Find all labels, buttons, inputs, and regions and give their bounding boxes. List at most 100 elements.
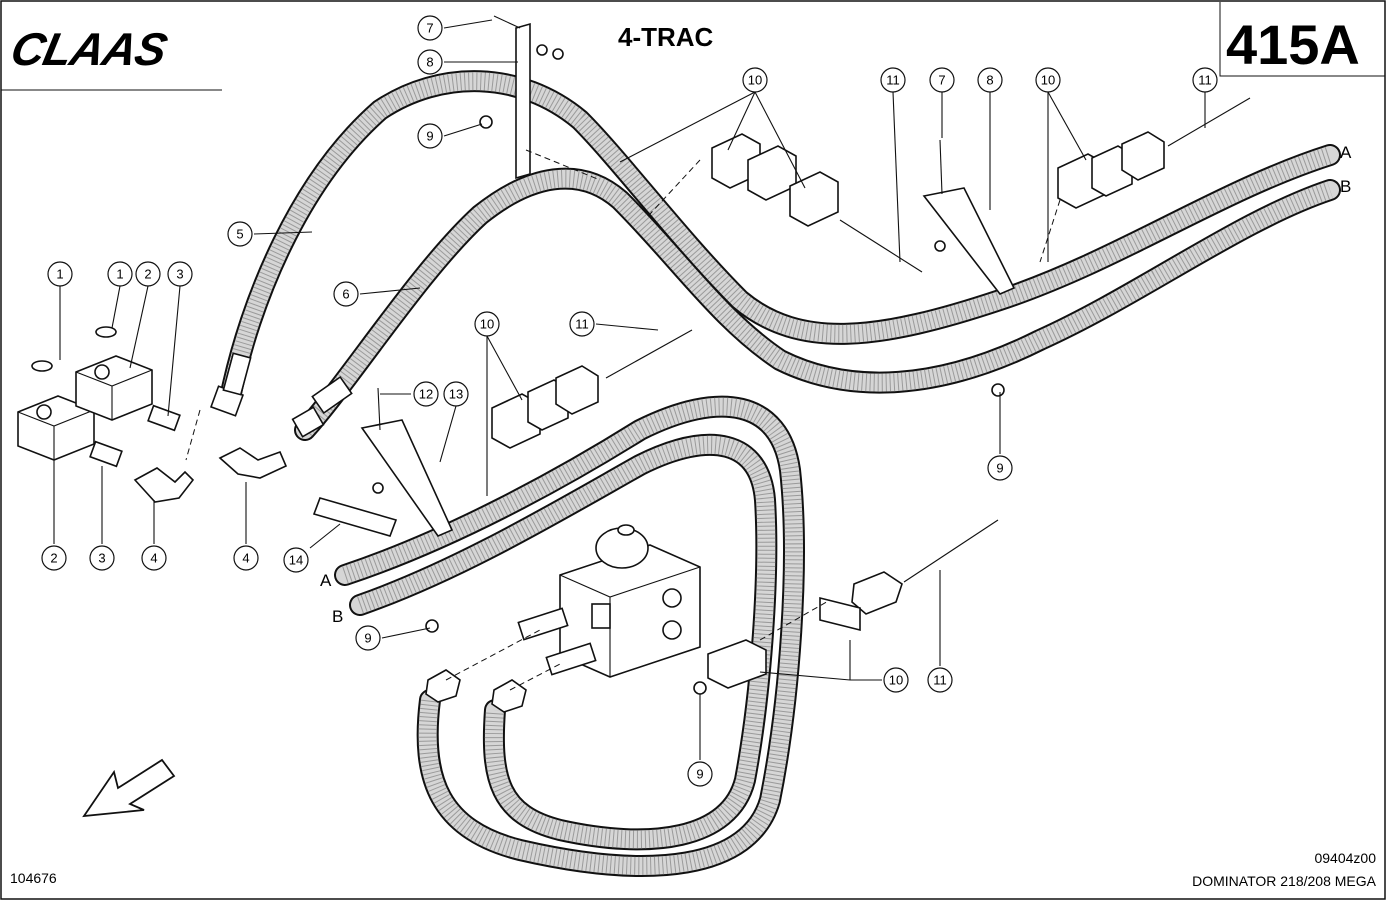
callout-number: 10 [480, 317, 494, 332]
callout-circle [233, 545, 259, 571]
assembly-dash-lines [185, 149, 1061, 691]
callout-circle [167, 261, 193, 287]
hose-label-b-right: B [1340, 177, 1351, 196]
callout-c13: 13 [443, 381, 469, 407]
callout-c11d: 11 [927, 667, 953, 693]
hose-6 [294, 167, 1341, 441]
callout-number: 2 [50, 551, 57, 566]
callout-c5: 5 [227, 221, 253, 247]
callout-number: 11 [886, 73, 900, 88]
callout-circle [355, 625, 381, 651]
callout-number: 7 [938, 73, 945, 88]
callout-c8b: 8 [977, 67, 1003, 93]
callout-circle [141, 545, 167, 571]
callout-circle [1035, 67, 1061, 93]
callout-c4a: 4 [141, 545, 167, 571]
callout-c9c: 9 [355, 625, 381, 651]
callout-number: 2 [144, 267, 151, 282]
callout-circle [107, 261, 133, 287]
callout-circle [89, 545, 115, 571]
callout-circle [880, 67, 906, 93]
callout-c7b: 7 [929, 67, 955, 93]
callout-c9a: 9 [417, 123, 443, 149]
callout-number: 1 [56, 267, 63, 282]
hose-label-b-left: B [332, 607, 343, 626]
callout-c9b: 9 [987, 455, 1013, 481]
model-name: DOMINATOR 218/208 MEGA [1192, 873, 1376, 889]
hose-label-a-left: A [320, 571, 332, 590]
callout-c8a: 8 [417, 49, 443, 75]
callout-circle [443, 381, 469, 407]
callout-circle [227, 221, 253, 247]
callout-circle [413, 381, 439, 407]
callout-c11a: 11 [880, 67, 906, 93]
callout-circle [47, 261, 73, 287]
callout-circle [929, 67, 955, 93]
callout-c10b: 10 [1035, 67, 1061, 93]
callout-circle [135, 261, 161, 287]
callout-circle [417, 49, 443, 75]
callout-c3b: 3 [89, 545, 115, 571]
callout-number: 7 [426, 21, 433, 36]
callout-circle [883, 667, 909, 693]
callout-circle [474, 311, 500, 337]
callout-c1b: 1 [107, 261, 133, 287]
bolts [372, 15, 1005, 695]
callout-c4b: 4 [233, 545, 259, 571]
callout-c7a: 7 [417, 15, 443, 41]
callout-circle [987, 455, 1013, 481]
callout-number: 3 [98, 551, 105, 566]
hose-5 [219, 70, 1341, 409]
claas-logo: CLAAS [6, 23, 171, 75]
callout-number: 8 [986, 73, 993, 88]
callout-c14: 14 [283, 547, 309, 573]
callout-circle [417, 15, 443, 41]
callout-circle [927, 667, 953, 693]
callout-number: 3 [176, 267, 183, 282]
callout-number: 10 [748, 73, 762, 88]
callout-number: 8 [426, 55, 433, 70]
leader-lines [53, 19, 1206, 760]
drawing-code: 09404z00 [1314, 850, 1376, 866]
callout-c3a: 3 [167, 261, 193, 287]
callout-circle [333, 281, 359, 307]
callout-c10a: 10 [742, 67, 768, 93]
callout-c12: 12 [413, 381, 439, 407]
callout-c6: 6 [333, 281, 359, 307]
callout-number: 12 [419, 387, 433, 402]
callout-circle [41, 545, 67, 571]
callout-number: 9 [996, 461, 1003, 476]
callout-number: 1 [116, 267, 123, 282]
brackets [312, 22, 1016, 537]
callout-circle [283, 547, 309, 573]
hose-label-a-right: A [1340, 143, 1352, 162]
callout-number: 10 [889, 673, 903, 688]
callout-c9d: 9 [687, 761, 713, 787]
callout-number: 10 [1041, 73, 1055, 88]
callout-c10d: 10 [883, 667, 909, 693]
callout-circle [1192, 67, 1218, 93]
callout-number: 11 [1198, 73, 1212, 88]
callout-c2a: 2 [135, 261, 161, 287]
page-title: 4-TRAC [618, 22, 714, 52]
plate-box [1219, 2, 1385, 77]
reference-number: 104676 [10, 870, 57, 886]
callout-c2b: 2 [41, 545, 67, 571]
direction-arrow [82, 758, 176, 818]
callout-number: 9 [364, 631, 371, 646]
callout-circle [742, 67, 768, 93]
callout-circle [977, 67, 1003, 93]
callout-circle [569, 311, 595, 337]
fittings [89, 352, 527, 713]
callout-number: 9 [696, 767, 703, 782]
callout-number: 14 [289, 553, 303, 568]
callout-c10c: 10 [474, 311, 500, 337]
callout-number: 9 [426, 129, 433, 144]
plate-number: 415A [1226, 13, 1360, 76]
callout-number: 5 [236, 227, 243, 242]
clamp-sets [491, 97, 1251, 689]
